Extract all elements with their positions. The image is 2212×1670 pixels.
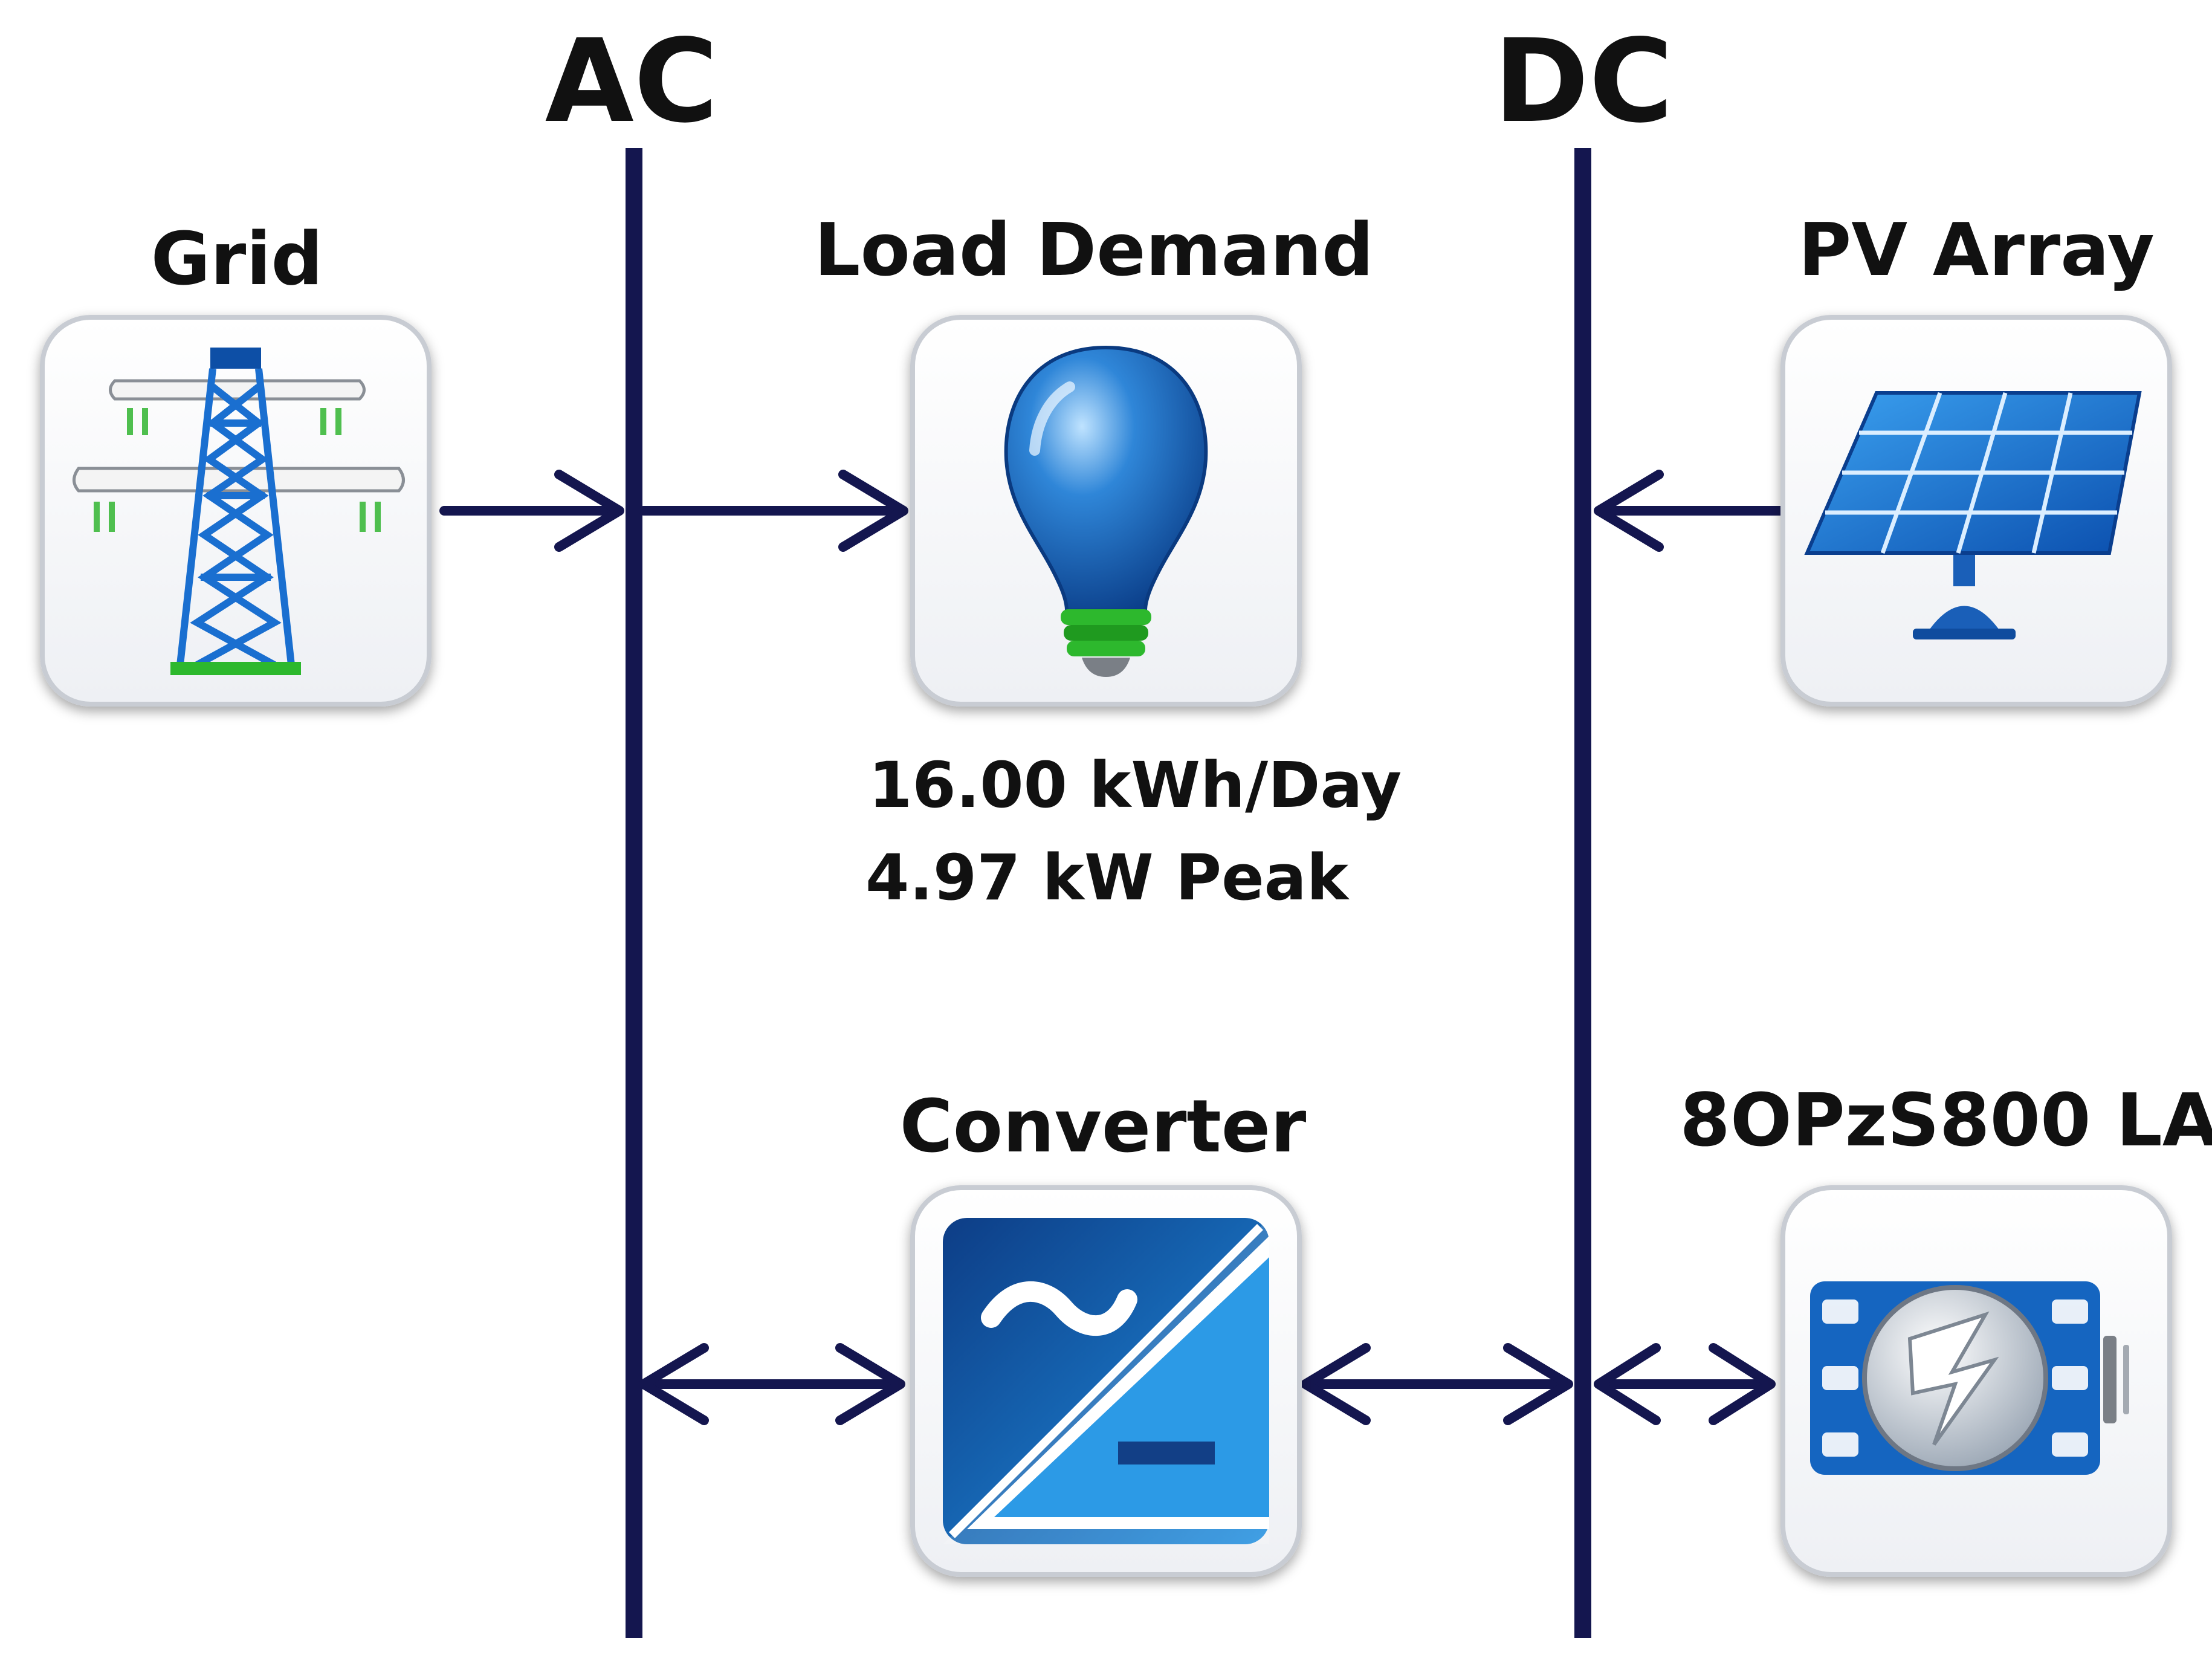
load-energy-value: 16.00 kWh/Day	[868, 748, 1402, 822]
grid-component[interactable]	[40, 315, 432, 707]
battery-icon	[1810, 1281, 2129, 1475]
ac-to-load-arrow	[639, 470, 908, 552]
pv-array-label: PV Array	[1798, 209, 2154, 293]
pv-to-dc-arrow	[1594, 470, 1791, 552]
dc-battery-double-arrow	[1594, 1343, 1776, 1425]
ac-bus-line	[626, 148, 642, 1638]
dc-bus-line	[1574, 148, 1591, 1638]
load-peak-value: 4.97 kW Peak	[865, 841, 1350, 914]
converter-dc-double-arrow	[1301, 1343, 1573, 1425]
dc-bus-label: DC	[1493, 15, 1673, 148]
load-demand-component[interactable]	[910, 315, 1302, 707]
solar-panel-icon	[1804, 391, 2142, 639]
converter-component[interactable]	[910, 1185, 1302, 1577]
pv-array-component[interactable]	[1780, 315, 2172, 707]
ac-bus-label: AC	[545, 15, 718, 148]
grid-to-ac-arrow	[439, 470, 624, 552]
converter-label: Converter	[900, 1085, 1307, 1169]
transmission-tower-icon	[73, 348, 405, 675]
battery-label: 8OPzS800 LA	[1680, 1079, 2212, 1163]
grid-label: Grid	[151, 218, 323, 302]
ac-converter-double-arrow	[639, 1343, 905, 1425]
ac-dc-converter-icon	[943, 1218, 1269, 1544]
light-bulb-icon	[1004, 345, 1208, 677]
battery-component[interactable]	[1780, 1185, 2172, 1577]
load-demand-label: Load Demand	[814, 209, 1374, 293]
